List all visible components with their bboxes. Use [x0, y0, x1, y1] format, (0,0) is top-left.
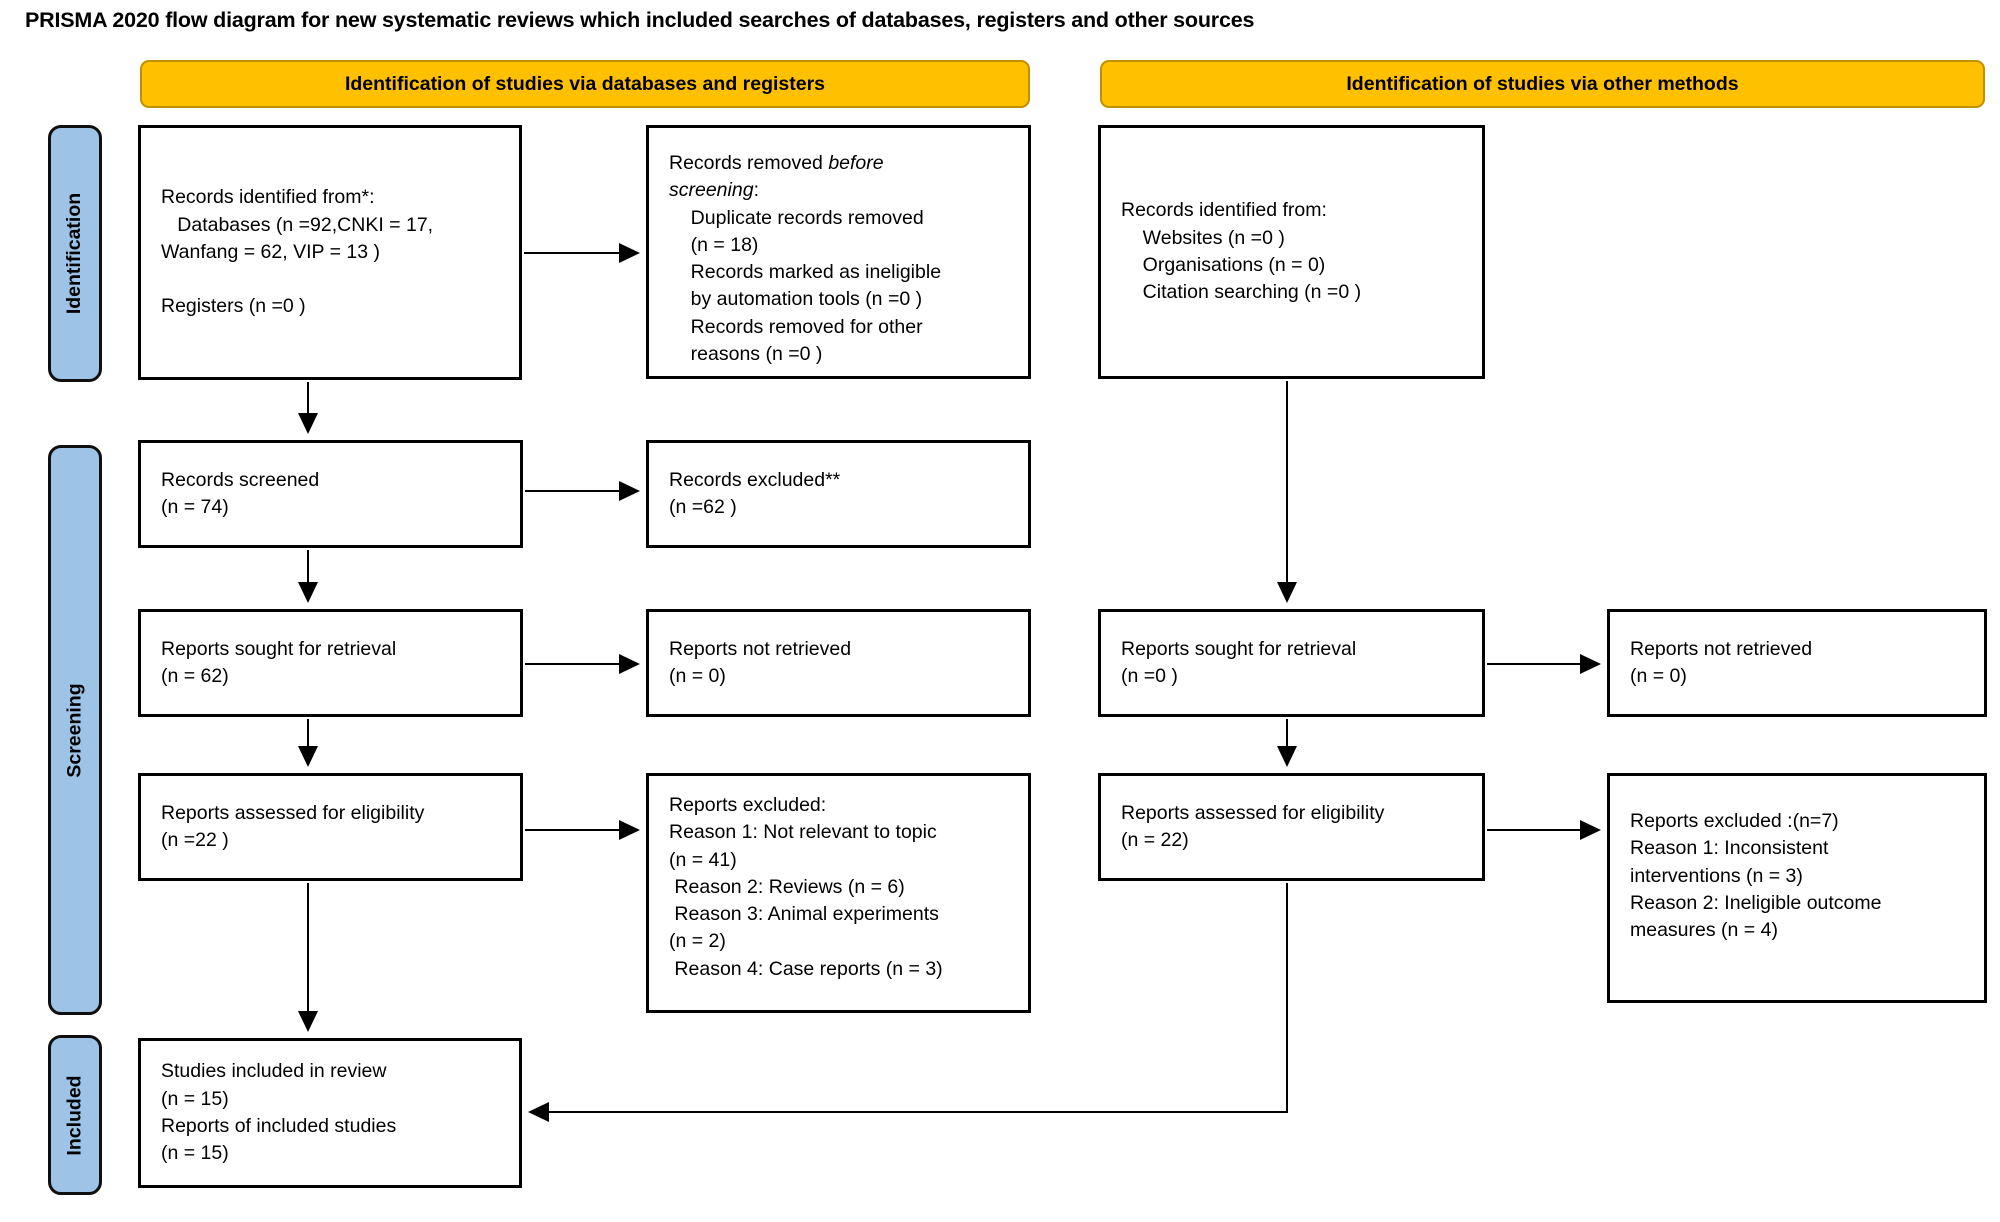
header-other-methods-label: Identification of studies via other meth…: [1346, 72, 1739, 95]
box-reports-sought-databases-text: Reports sought for retrieval (n = 62): [161, 637, 397, 687]
box-reports-excluded-databases: Reports excluded: Reason 1: Not relevant…: [646, 773, 1031, 1013]
phase-tab-included: Included: [48, 1035, 102, 1195]
diagram-title: PRISMA 2020 flow diagram for new systema…: [25, 8, 1255, 32]
phase-tab-screening-label: Screening: [63, 682, 86, 778]
box-studies-included: Studies included in review (n = 15) Repo…: [138, 1038, 522, 1188]
box-records-removed-before-screening: Records removed before screening: Duplic…: [646, 125, 1031, 379]
header-other-methods: Identification of studies via other meth…: [1100, 60, 1985, 108]
box-reports-sought-other-text: Reports sought for retrieval (n =0 ): [1121, 637, 1357, 687]
box-records-removed-before-screening-text: Records removed before screening: Duplic…: [669, 152, 942, 366]
box-reports-assessed-other-text: Reports assessed for eligibility (n = 22…: [1121, 801, 1385, 851]
phase-tab-identification-label: Identification: [63, 192, 86, 315]
box-reports-excluded-databases-text: Reports excluded: Reason 1: Not relevant…: [669, 794, 943, 980]
box-records-excluded: Records excluded** (n =62 ): [646, 440, 1031, 548]
box-reports-not-retrieved-other-text: Reports not retrieved (n = 0): [1630, 637, 1813, 687]
box-studies-included-text: Studies included in review (n = 15) Repo…: [161, 1060, 397, 1165]
header-databases-registers-label: Identification of studies via databases …: [344, 72, 826, 95]
box-records-screened: Records screened (n = 74): [138, 440, 523, 548]
box-reports-not-retrieved-other: Reports not retrieved (n = 0): [1607, 609, 1987, 717]
phase-tab-included-label: Included: [63, 1074, 86, 1156]
box-reports-excluded-other: Reports excluded :(n=7) Reason 1: Incons…: [1607, 773, 1987, 1003]
box-reports-assessed-databases-text: Reports assessed for eligibility (n =22 …: [161, 801, 425, 851]
phase-tab-screening: Screening: [48, 445, 102, 1015]
box-reports-excluded-other-text: Reports excluded :(n=7) Reason 1: Incons…: [1630, 810, 1882, 942]
box-reports-assessed-other: Reports assessed for eligibility (n = 22…: [1098, 773, 1485, 881]
box-records-excluded-text: Records excluded** (n =62 ): [669, 468, 841, 518]
box-reports-assessed-databases: Reports assessed for eligibility (n =22 …: [138, 773, 523, 881]
before-screening-italic: before screening: [669, 152, 884, 202]
box-records-identified-other-text: Records identified from: Websites (n =0 …: [1121, 199, 1362, 304]
box-records-identified-databases-text: Records identified from*: Databases (n =…: [161, 186, 434, 318]
box-reports-sought-databases: Reports sought for retrieval (n = 62): [138, 609, 523, 717]
box-reports-not-retrieved-databases-text: Reports not retrieved (n = 0): [669, 637, 852, 687]
box-records-identified-databases: Records identified from*: Databases (n =…: [138, 125, 522, 380]
header-databases-registers: Identification of studies via databases …: [140, 60, 1030, 108]
phase-tab-identification: Identification: [48, 125, 102, 382]
box-reports-not-retrieved-databases: Reports not retrieved (n = 0): [646, 609, 1031, 717]
box-records-screened-text: Records screened (n = 74): [161, 468, 320, 518]
box-reports-sought-other: Reports sought for retrieval (n =0 ): [1098, 609, 1485, 717]
box-records-identified-other: Records identified from: Websites (n =0 …: [1098, 125, 1485, 379]
